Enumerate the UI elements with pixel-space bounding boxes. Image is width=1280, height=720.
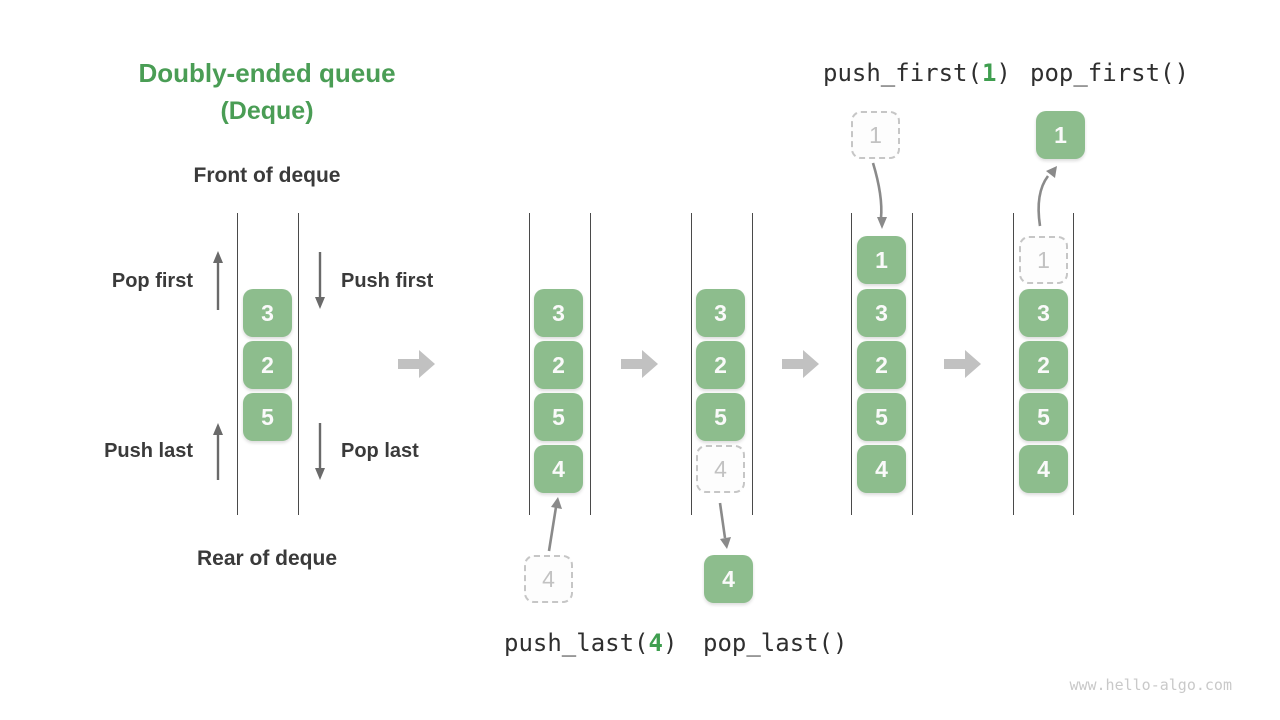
deque-channel-2 (529, 213, 591, 515)
deque-element: 3 (696, 289, 745, 337)
deque-element: 3 (857, 289, 906, 337)
deque-element: 3 (1019, 289, 1068, 337)
transition-right-arrow-icon (398, 350, 435, 378)
deque-channel-1 (237, 213, 299, 515)
ghost-element-push-last: 4 (524, 555, 573, 603)
deque-element: 5 (534, 393, 583, 441)
watermark: www.hello-algo.com (1069, 676, 1232, 694)
push-last-pre: push_last( (504, 629, 649, 657)
push-first-pre: push_first( (823, 59, 982, 87)
deque-element: 4 (857, 445, 906, 493)
push-first-label: Push first (341, 270, 434, 292)
deque-element: 2 (857, 341, 906, 389)
push-first-down-arrow-icon (315, 252, 325, 309)
pop-last-operation-label: pop_last() (703, 629, 848, 657)
pop-first-up-arrow-icon (213, 251, 223, 310)
deque-element: 2 (1019, 341, 1068, 389)
diagram-title-line2: (Deque) (220, 97, 314, 125)
push-first-operation-label: push_first(1) (823, 59, 1011, 87)
deque-element: 3 (243, 289, 292, 337)
deque-channel-4 (851, 213, 913, 515)
ghost-element-pop-first: 1 (1019, 236, 1068, 284)
pop-last-label: Pop last (341, 440, 419, 462)
transition-right-arrow-icon (621, 350, 658, 378)
push-last-label: Push last (104, 440, 193, 462)
transition-right-arrow-icon (782, 350, 819, 378)
pop-first-operation-label: pop_first() (1030, 59, 1189, 87)
popped-element-first: 1 (1036, 111, 1085, 159)
push-last-arg: 4 (648, 629, 663, 657)
diagram-title: Doubly-ended queue (Deque) (117, 58, 417, 126)
push-first-arg: 1 (981, 59, 997, 87)
deque-element: 5 (857, 393, 906, 441)
ghost-element-pop-last: 4 (696, 445, 745, 493)
deque-channel-5 (1013, 213, 1074, 515)
deque-element: 2 (243, 341, 292, 389)
ghost-element-push-first: 1 (851, 111, 900, 159)
push-last-up-arrow-icon (213, 423, 223, 480)
deque-element: 4 (534, 445, 583, 493)
deque-element: 5 (1019, 393, 1068, 441)
front-of-deque-label: Front of deque (193, 164, 341, 187)
deque-element: 1 (857, 236, 906, 284)
pop-first-label: Pop first (111, 270, 193, 292)
diagram-title-line1: Doubly-ended queue (138, 58, 396, 88)
deque-element: 4 (1019, 445, 1068, 493)
deque-element: 3 (534, 289, 583, 337)
pop-last-down-arrow-icon (315, 423, 325, 480)
deque-element: 2 (534, 341, 583, 389)
push-last-operation-label: push_last(4) (504, 629, 677, 657)
deque-element: 5 (696, 393, 745, 441)
popped-element-last: 4 (704, 555, 753, 603)
rear-of-deque-label: Rear of deque (196, 547, 338, 570)
deque-element: 5 (243, 393, 292, 441)
transition-right-arrow-icon (944, 350, 981, 378)
deque-element: 2 (696, 341, 745, 389)
push-last-post: ) (662, 629, 678, 657)
push-first-post: ) (996, 59, 1011, 87)
deque-channel-3 (691, 213, 753, 515)
